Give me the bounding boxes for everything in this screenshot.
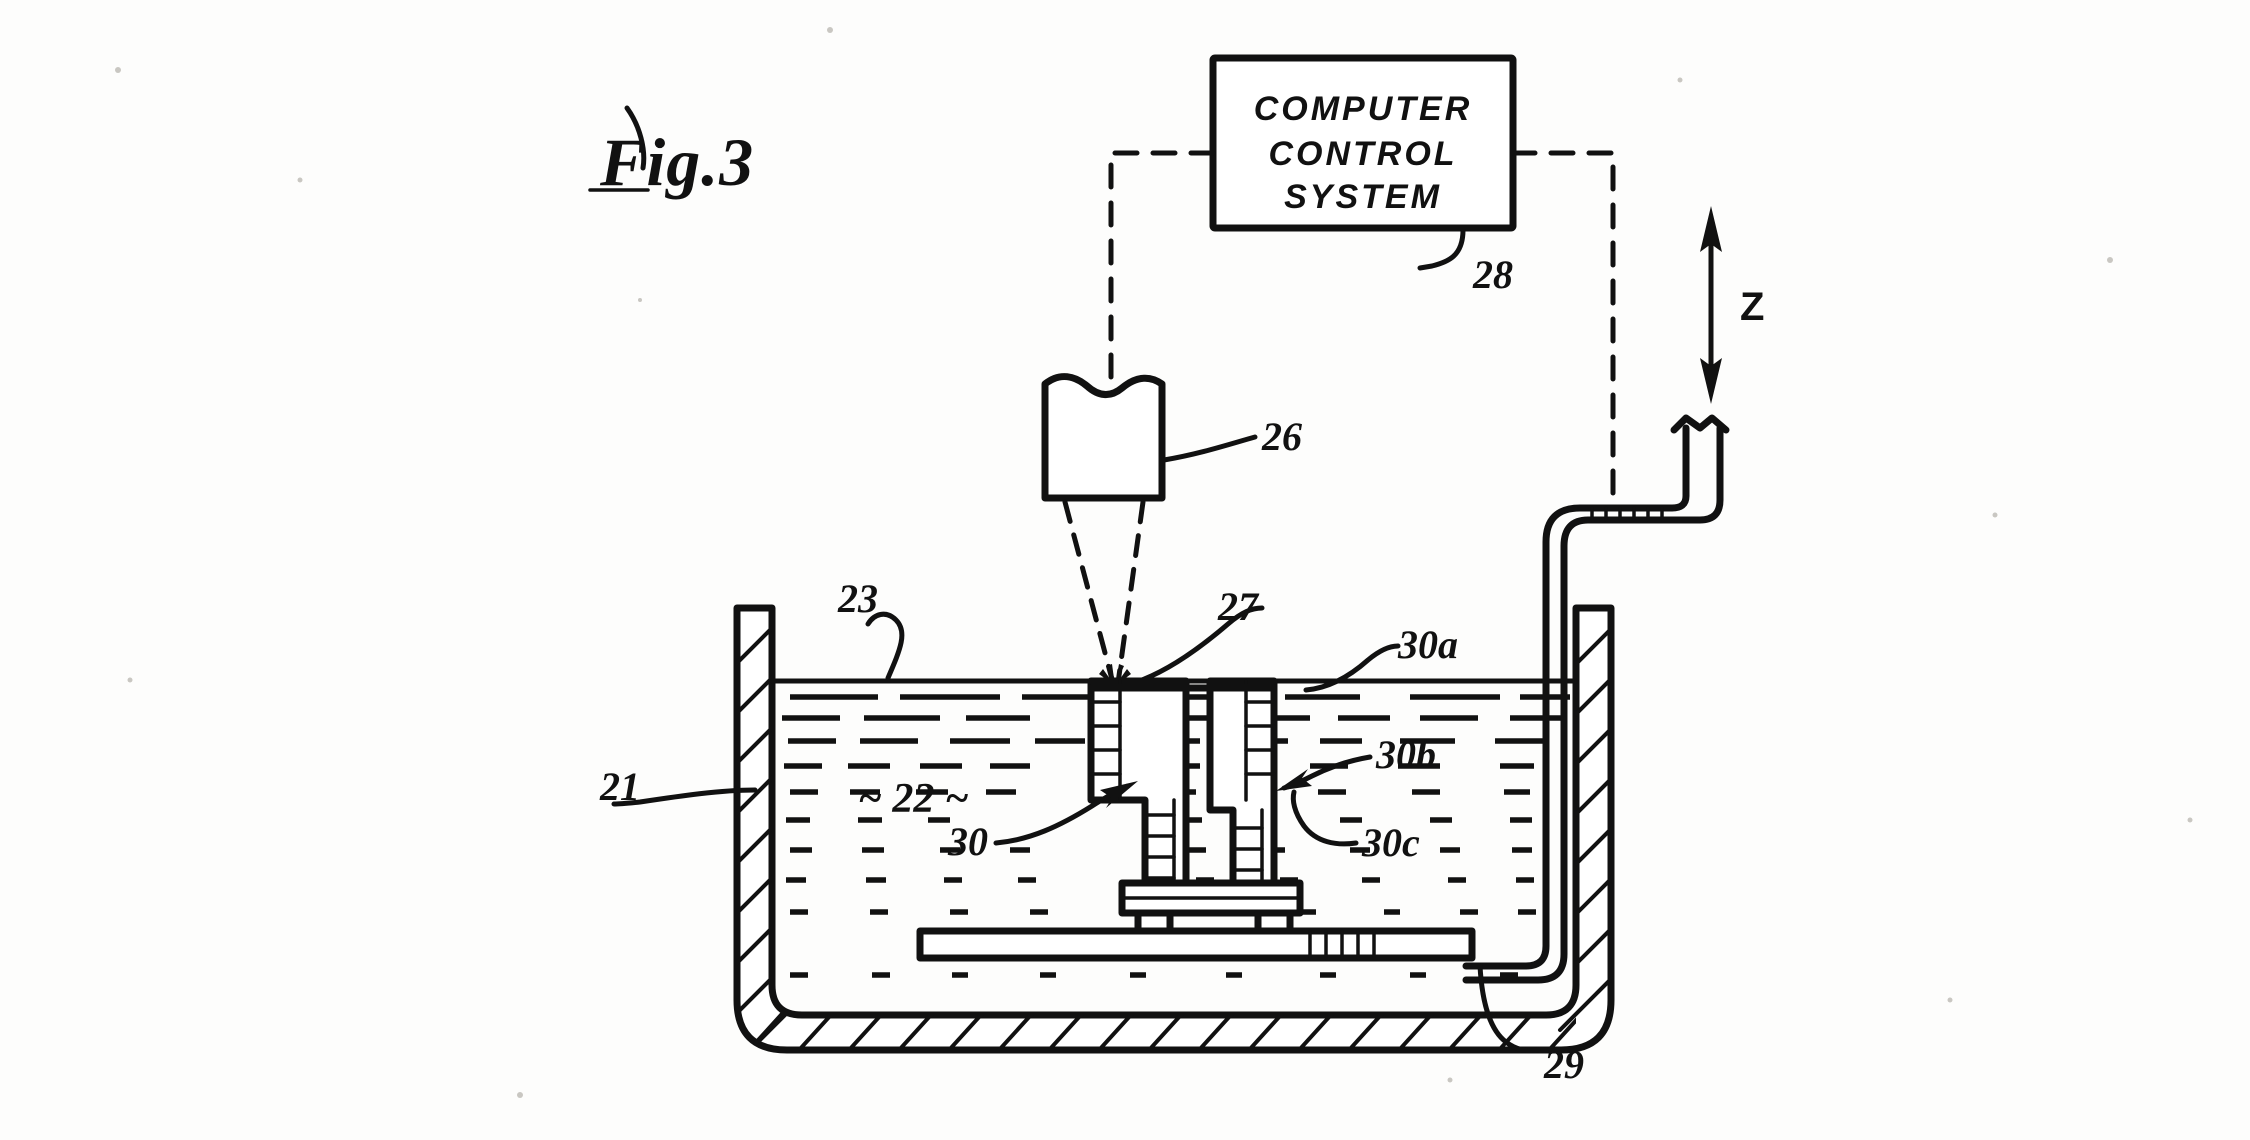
leader-27 (1119, 605, 1265, 689)
computer-control-system-box: COMPUTER CONTROL SYSTEM 28 (1209, 54, 1517, 297)
numeral-30b: 30b (1375, 732, 1436, 777)
leader-30a (1303, 643, 1401, 693)
figure-title: Fig.3 (599, 124, 754, 200)
arrowhead-30b (1276, 769, 1312, 791)
control-box-line-3: SYSTEM (1284, 178, 1442, 216)
elevator-platform-perforations (1308, 929, 1376, 960)
leader-21 (611, 787, 758, 807)
elevator-platform-plate (916, 927, 1476, 962)
part-left-upper-rungs (1089, 679, 1122, 802)
leader-30c (1290, 789, 1359, 847)
beam-edge-right (1115, 499, 1146, 686)
callout-27: 27 (1119, 584, 1265, 689)
vat-profile (733, 604, 1615, 1054)
vat-container: 21 (599, 604, 1615, 1054)
leader-28 (1417, 227, 1466, 271)
numeral-27: 27 (1217, 584, 1260, 629)
dashed-control-right (1510, 150, 1616, 508)
z-arrow-down (1700, 358, 1722, 404)
part-right-upper-rungs (1244, 679, 1276, 802)
numeral-30c: 30c (1361, 820, 1420, 865)
numeral-29: 29 (1543, 1042, 1584, 1087)
elevator-arm-joint-hatch (1590, 506, 1664, 522)
numeral-28: 28 (1472, 252, 1513, 297)
callout-22: ~ 22 ~ (858, 776, 969, 822)
numeral-22: ~ 22 ~ (858, 776, 969, 822)
leader-29 (1477, 963, 1541, 1054)
part-left-lower-rungs (1143, 798, 1176, 887)
numeral-30: 30 (947, 819, 988, 864)
numeral-26: 26 (1261, 414, 1302, 459)
control-box-line-1: COMPUTER (1254, 90, 1473, 128)
elevator-arm-tip (1670, 414, 1730, 434)
beam-edge-left (1062, 499, 1116, 686)
laser-scanner-head: 26 (1041, 373, 1302, 502)
control-box-outline (1209, 54, 1517, 232)
paper-specks (115, 27, 2193, 1098)
control-line-to-elevator (1510, 150, 1616, 508)
z-arrow-up (1700, 206, 1722, 252)
leader-26 (1161, 434, 1258, 463)
elevator-arm: 29 (1462, 414, 1730, 1087)
control-box-line-2: CONTROL (1268, 135, 1457, 173)
numeral-23: 23 (837, 576, 878, 621)
figure-title-group: Fig.3 (588, 105, 754, 200)
elevator-platform (916, 927, 1476, 962)
z-axis-label: Z (1740, 285, 1764, 329)
elevator-arm-path (1462, 424, 1724, 984)
laser-head-body (1041, 373, 1166, 502)
elevator-arm-path-inner (1462, 424, 1690, 970)
arrowhead-30 (1100, 781, 1138, 808)
numeral-30a: 30a (1397, 622, 1458, 667)
z-axis-group: Z (1700, 206, 1764, 404)
part-right-lower-rungs (1231, 808, 1264, 887)
leader-23 (865, 611, 905, 681)
numeral-21: 21 (599, 764, 640, 809)
